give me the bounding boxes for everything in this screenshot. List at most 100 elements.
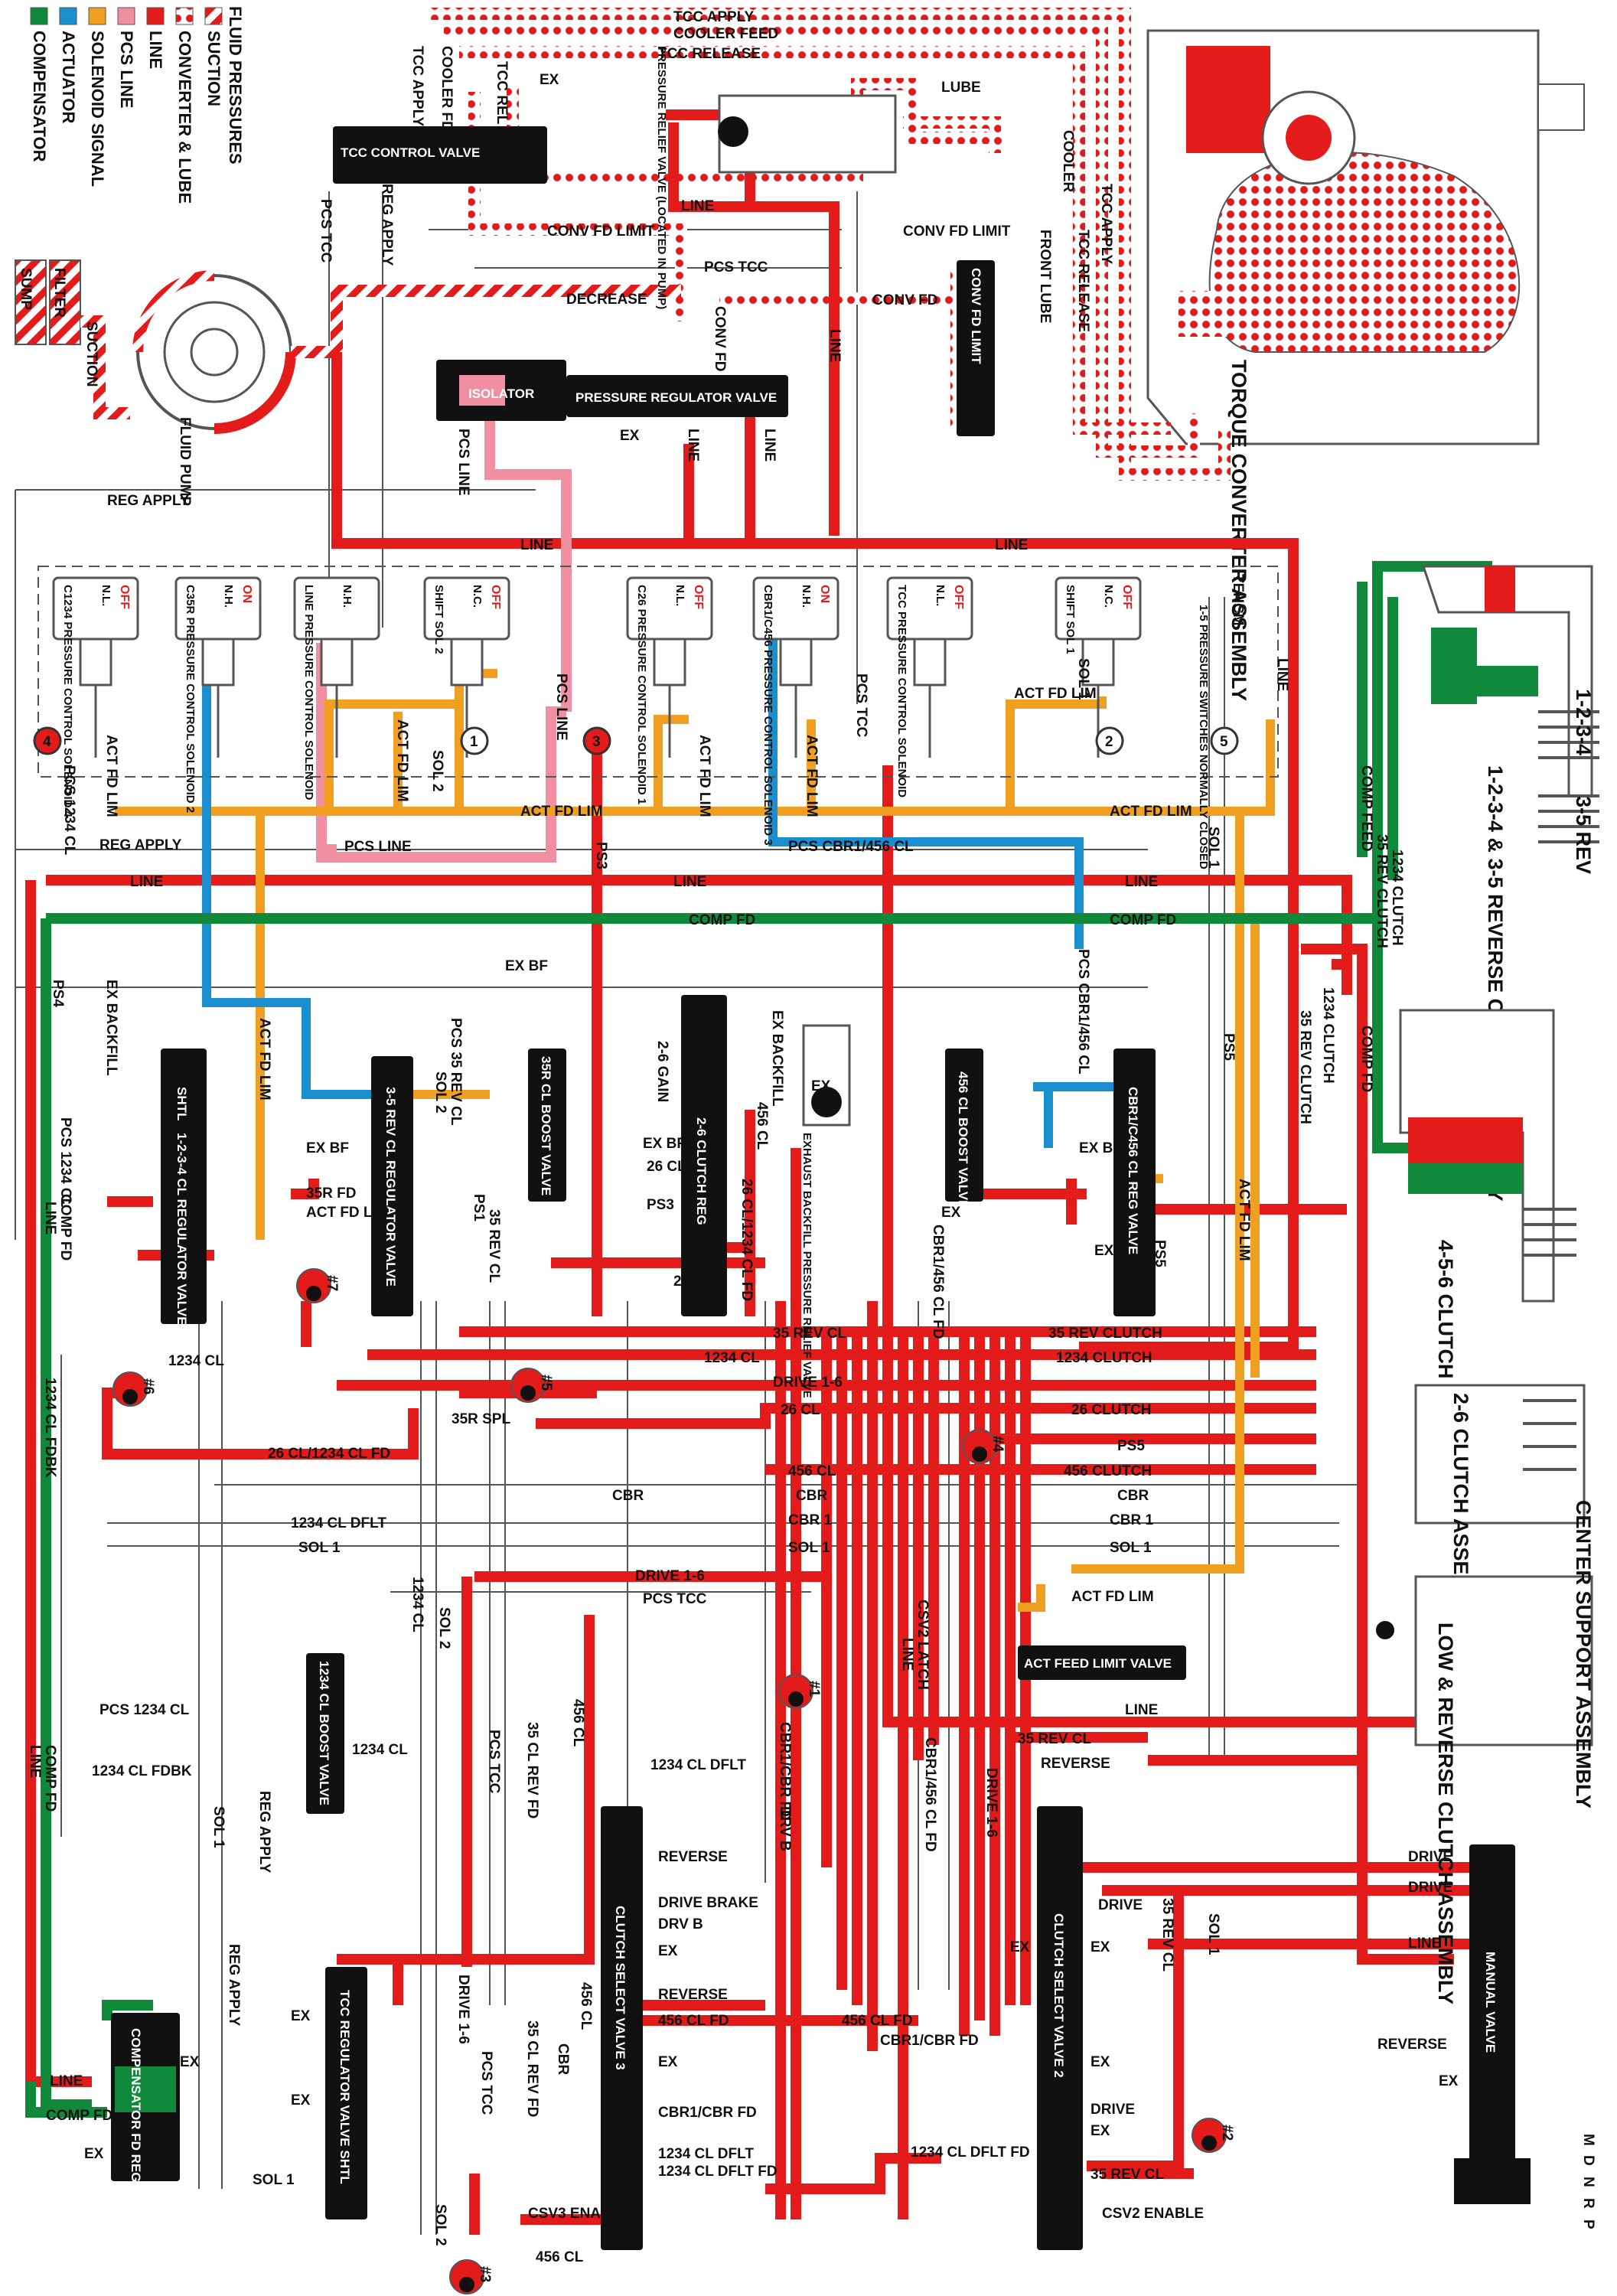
pressure-regulator-valve[interactable]: PRESSURE REGULATOR VALVE <box>566 375 788 417</box>
passage-label: CBR <box>796 1488 827 1504</box>
tcc-control-valve[interactable]: TCC CONTROL VALVE <box>333 126 547 184</box>
rev-label-a: 1-2-3-4 <box>1572 689 1595 755</box>
sump <box>15 259 47 345</box>
cbr-456-label: CBR1/C456 CL REG VALVE <box>1126 1087 1140 1254</box>
passage-label: CONV FD LIMIT <box>903 223 1011 240</box>
passage-label: PCS TCC <box>486 1730 502 1794</box>
passage-label: ACT FD LIM <box>696 735 712 817</box>
passage-label: COMP FD <box>57 1194 73 1261</box>
passage-label: TCC RELEASE <box>1075 230 1091 332</box>
passage-label: SOL 1 <box>298 1540 341 1556</box>
legend-swatch <box>117 7 135 25</box>
clutch-select-valve-3[interactable]: CLUTCH SELECT VALVE 3 <box>601 1806 643 2250</box>
passage-label: PCS TCC <box>853 673 869 738</box>
checkball-label: #4 <box>989 1436 1006 1453</box>
passage-label: PCS TCC <box>478 2051 494 2115</box>
passage-label: PCS LINE <box>455 429 471 496</box>
manual-position: M <box>1580 2134 1596 2146</box>
shtl-label: SHTL <box>174 1087 189 1120</box>
isolator-valve[interactable]: ISOLATOR <box>436 360 566 421</box>
passage-label: PS5 <box>1221 1033 1237 1061</box>
passage-label: EX <box>84 2146 104 2162</box>
boost-456-label: 456 CL BOOST VALVE <box>956 1071 970 1209</box>
passage-label: DRIVE <box>1408 1849 1452 1865</box>
passage-label: CONV FD LIMIT <box>547 223 655 240</box>
compensator-valve[interactable]: COMPENSATOR FD REG VALVE <box>111 2013 180 2227</box>
passage-label: 35 CL REV FD <box>524 1722 540 1818</box>
exhaust-backfill-label: EXHAUST BACKFILL PRESSURE RELIEF VALVE <box>800 1133 813 1398</box>
passage-label: LINE <box>1125 1702 1158 1718</box>
passage-label: 456 CL <box>578 1982 594 2030</box>
conv-fd-limit-valve[interactable]: CONV FD LIMIT <box>957 260 995 436</box>
pressure-switch-number: 5 <box>1220 734 1228 750</box>
legend-item-label: LINE <box>146 31 165 69</box>
boost-valve-1234[interactable]: 1234 CL BOOST VALVE <box>306 1653 344 1814</box>
passage-label: DRV B <box>658 1916 703 1932</box>
passage-label: PS1 <box>471 1194 487 1221</box>
passage-label: LINE <box>673 874 706 890</box>
passage-label: EX <box>1439 2073 1459 2089</box>
passage-label: EX <box>1090 2054 1110 2070</box>
act-feed-limit-valve[interactable]: ACT FEED LIMIT VALVE <box>1018 1645 1186 1680</box>
manual-position: D <box>1580 2155 1596 2166</box>
regulator-valve-35-rev[interactable]: 3-5 REV CL REGULATOR VALVE <box>371 1056 413 1316</box>
pressure-relief-valve[interactable]: PRESSURE RELIEF VALVE (LOCATED IN PUMP) <box>655 46 897 309</box>
passage-label: EX <box>540 72 559 88</box>
passage-label: EX <box>941 1205 961 1221</box>
passage-label: SOL 1 <box>1075 658 1091 700</box>
passage-label: DRIVE <box>1090 2102 1135 2118</box>
boost-valve-35r[interactable]: 35R CL BOOST VALVE <box>528 1049 566 1202</box>
isolator-label: ISOLATOR <box>468 386 534 401</box>
checkball-label: #3 <box>477 2266 493 2282</box>
tcc-regulator-valve[interactable]: TCC REGULATOR VALVE SHTL <box>325 1967 367 2219</box>
passage-label: DRIVE 1-6 <box>455 1975 471 2044</box>
passage-label: COOLER FEED <box>673 26 778 42</box>
passage-label: COOLER FD <box>438 46 455 132</box>
passage-label: 456 CLUTCH <box>1064 1463 1152 1479</box>
regulator-valve-1234[interactable]: SHTL 1-2-3-4 CL REGULATOR VALVE <box>161 1049 207 1326</box>
passage-label: REVERSE <box>658 1849 728 1865</box>
passage-label: LINE <box>1125 874 1158 890</box>
passage-label: ACT FD LIM <box>394 719 410 802</box>
pressure-switch: 5 <box>1210 726 1239 755</box>
boost-valve-456[interactable]: 456 CL BOOST VALVE <box>945 1049 983 1209</box>
passage-label: CBR <box>1117 1488 1149 1504</box>
passage-label: CONV FD <box>712 306 728 372</box>
passage-label: 1234 CL DFLT <box>291 1515 386 1531</box>
cbr-456-reg-valve[interactable]: CBR1/C456 CL REG VALVE <box>1113 1049 1156 1316</box>
torque-converter: TORQUE CONVERTER ASSEMBLY <box>1146 29 1585 701</box>
filter <box>49 259 81 345</box>
passage-label: PCS TCC <box>704 259 768 276</box>
passage-label: SOL 2 <box>432 1071 448 1114</box>
passage-label: EX BF <box>505 958 548 974</box>
clutch-reg-26[interactable]: 2-6 CLUTCH REG 2-6 GAIN <box>654 995 727 1316</box>
passage-label: COMP FD <box>42 1745 58 1812</box>
passage-label: 456 CL <box>788 1463 836 1479</box>
pressure-switch-number: 4 <box>43 734 51 750</box>
manual-valve[interactable]: MANUAL VALVE <box>1454 1844 1531 2204</box>
passage-label: EX <box>291 2008 311 2024</box>
legend-item-label: ACTUATOR <box>59 31 78 124</box>
boost-35r-label: 35R CL BOOST VALVE <box>539 1056 553 1195</box>
passage-label: 456 CL <box>536 2249 584 2265</box>
passage-label: LINE <box>899 1638 915 1671</box>
tcc-control-valve-label: TCC CONTROL VALVE <box>341 145 480 160</box>
passage-label: DRIVE BRAKE <box>658 1895 758 1911</box>
passage-label: CBR1/CBR FD <box>880 2033 979 2049</box>
valve-bodies: TCC CONTROL VALVE PRESSURE RELIEF VALVE … <box>111 46 1596 2250</box>
passage-label: REVERSE <box>1377 2037 1447 2053</box>
exhaust-backfill-valve[interactable]: EXHAUST BACKFILL PRESSURE RELIEF VALVE <box>800 1024 851 1398</box>
passage-label: COMP FD <box>1358 1026 1374 1092</box>
clutch-select-valve-2[interactable]: CLUTCH SELECT VALVE 2 <box>1037 1806 1083 2250</box>
pressure-switch: 2 <box>1095 726 1124 755</box>
solenoid-name: C1234 PRESSURE CONTROL SOLENOID 4 <box>61 585 74 818</box>
